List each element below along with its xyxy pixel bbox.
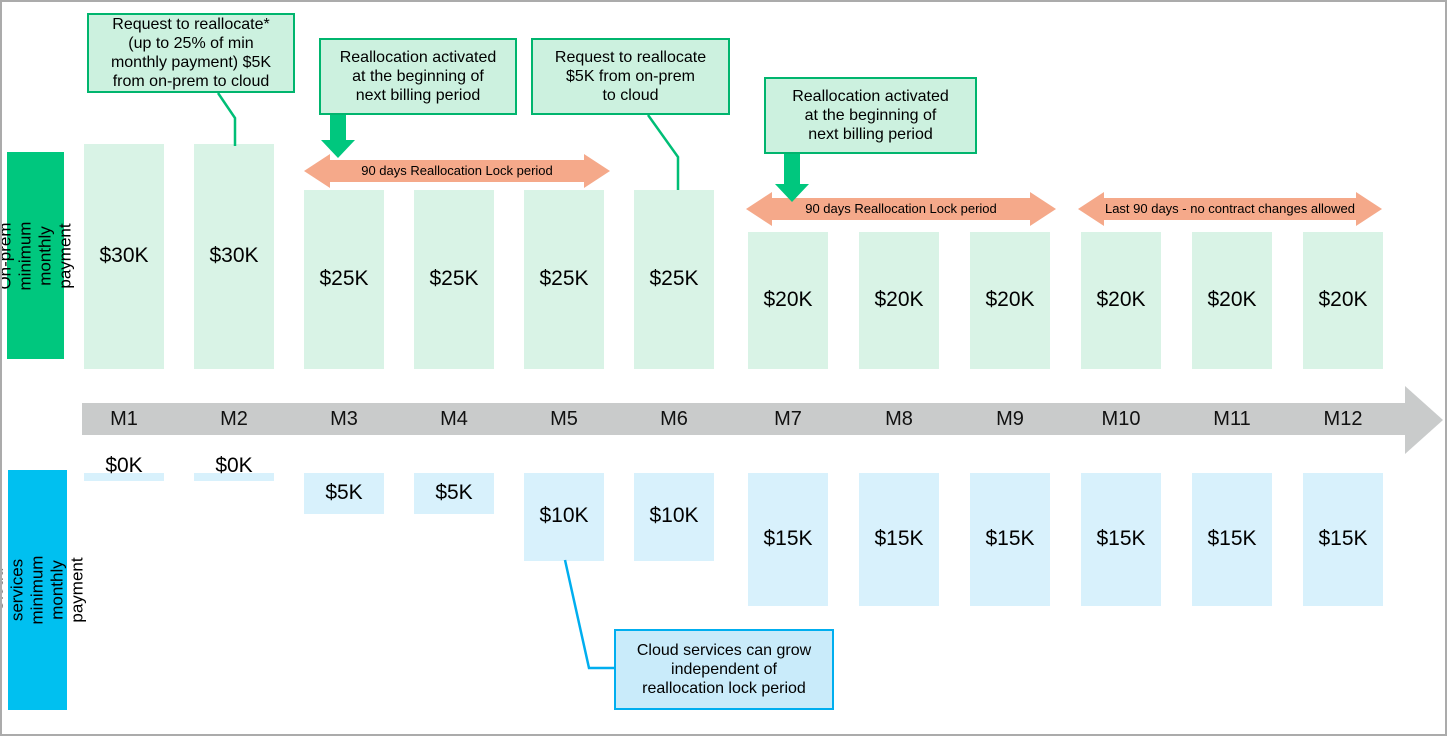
onprem-bar-m11 xyxy=(1192,232,1272,369)
cloud-value-m12: $15K xyxy=(1318,526,1368,550)
callout-reallocation-activated-2: Reallocation activated at the beginning … xyxy=(764,77,977,154)
lock-period-arrow-2: 90 days Reallocation Lock period xyxy=(746,192,1056,226)
onprem-value-m3: $25K xyxy=(319,266,369,290)
last-90-days-arrow: Last 90 days - no contract changes allow… xyxy=(1078,192,1382,226)
cloud-bar-m1 xyxy=(84,473,164,481)
cloud-value-m7: $15K xyxy=(763,526,813,550)
last-90-days-label: Last 90 days - no contract changes allow… xyxy=(1104,201,1356,216)
callout-request-reallocate-short: Request to reallocate $5K from on-prem t… xyxy=(531,38,730,115)
timeline-month-m2: M2 xyxy=(220,408,248,430)
callout-cloud-growth: Cloud services can grow independent of r… xyxy=(614,629,834,710)
arrow-left-tip-icon xyxy=(746,192,772,226)
cloud-bar-m11 xyxy=(1192,473,1272,606)
down-arrow-head-icon xyxy=(321,140,355,158)
timeline-month-m6: M6 xyxy=(660,408,688,430)
timeline-arrowhead-icon xyxy=(1405,386,1443,454)
cloud-value-m3: $5K xyxy=(325,480,363,504)
cloud-value-m11: $15K xyxy=(1207,526,1257,550)
onprem-bar-m8 xyxy=(859,232,939,369)
arrow-shaft xyxy=(770,198,1032,220)
onprem-value-m8: $20K xyxy=(874,287,924,311)
onprem-value-m4: $25K xyxy=(429,266,479,290)
arrow-right-tip-icon xyxy=(1030,192,1056,226)
onprem-bar-m12 xyxy=(1303,232,1383,369)
timeline-month-m10: M10 xyxy=(1101,408,1141,430)
arrow-right-tip-icon xyxy=(584,154,610,188)
cloud-value-m1: $0K xyxy=(105,454,143,477)
onprem-value-m2: $30K xyxy=(209,243,259,267)
onprem-bar-m10 xyxy=(1081,232,1161,369)
cloud-bar-m2 xyxy=(194,473,274,481)
cloud-bar-m12 xyxy=(1303,473,1383,606)
cloud-bar-m7 xyxy=(748,473,828,606)
cloud-value-m10: $15K xyxy=(1096,526,1146,550)
onprem-bar-m3 xyxy=(304,190,384,369)
cloud-value-m6: $10K xyxy=(649,504,699,527)
down-arrow-head-icon xyxy=(775,184,809,202)
cloud-value-m9: $15K xyxy=(985,526,1035,550)
onprem-value-m12: $20K xyxy=(1318,287,1368,311)
onprem-bar-m5 xyxy=(524,190,604,369)
cloud-row-label-text: Cloud services minimum monthly payment xyxy=(0,555,87,625)
arrow-right-tip-icon xyxy=(1356,192,1382,226)
onprem-bar-m6 xyxy=(634,190,714,369)
onprem-value-m5: $25K xyxy=(539,266,589,290)
cloud-bar-m6 xyxy=(634,473,714,561)
onprem-value-m10: $20K xyxy=(1096,287,1146,311)
onprem-row-label: On-prem minimum monthly payment xyxy=(2,152,75,359)
lock-period-arrow-1: 90 days Reallocation Lock period xyxy=(304,154,610,188)
callout-request-reallocate-full: Request to reallocate* (up to 25% of min… xyxy=(87,13,295,93)
cloud-bar-m4 xyxy=(414,473,494,514)
cloud-bar-m3 xyxy=(304,473,384,514)
cloud-value-m8: $15K xyxy=(874,526,924,550)
timeline-month-m1: M1 xyxy=(110,408,138,430)
cloud-bar-m10 xyxy=(1081,473,1161,606)
onprem-value-m1: $30K xyxy=(99,243,149,267)
timeline-month-m12: M12 xyxy=(1323,408,1363,430)
onprem-bar-m1 xyxy=(84,144,164,369)
cloud-value-m2: $0K xyxy=(215,454,253,477)
arrow-left-tip-icon xyxy=(1078,192,1104,226)
cloud-bar-m5 xyxy=(524,473,604,561)
down-arrow-stem xyxy=(784,154,800,184)
timeline-month-m5: M5 xyxy=(550,408,578,430)
callout-reallocation-activated-1: Reallocation activated at the beginning … xyxy=(319,38,517,115)
timeline-month-m11: M11 xyxy=(1213,408,1251,430)
connector-cloud-growth-m5 xyxy=(563,559,614,670)
arrow-shaft xyxy=(328,160,586,182)
timeline-month-m4: M4 xyxy=(440,408,468,430)
onprem-value-m11: $20K xyxy=(1207,287,1257,311)
lock-period-label-1: 90 days Reallocation Lock period xyxy=(361,163,553,178)
onprem-bar-m2 xyxy=(194,144,274,369)
arrow-left-tip-icon xyxy=(304,154,330,188)
onprem-value-m7: $20K xyxy=(763,287,813,311)
onprem-value-m6: $25K xyxy=(649,266,699,290)
connector-reallocate-m6 xyxy=(646,114,680,190)
timeline-month-m8: M8 xyxy=(885,408,913,430)
onprem-bar-m9 xyxy=(970,232,1050,369)
onprem-row-label-text: On-prem minimum monthly payment xyxy=(0,221,75,290)
timeline-bar xyxy=(82,403,1405,435)
timeline-month-m3: M3 xyxy=(330,408,358,430)
down-arrow-stem xyxy=(330,114,346,140)
timeline-month-m7: M7 xyxy=(774,408,802,430)
cloud-row-label: Cloud services minimum monthly payment xyxy=(2,470,87,710)
onprem-bar-m7 xyxy=(748,232,828,369)
cloud-bar-m9 xyxy=(970,473,1050,606)
lock-period-label-2: 90 days Reallocation Lock period xyxy=(805,201,997,216)
arrow-shaft xyxy=(1102,198,1358,220)
onprem-bar-m4 xyxy=(414,190,494,369)
onprem-value-m9: $20K xyxy=(985,287,1035,311)
connector-reallocate-m2 xyxy=(216,92,237,146)
cloud-bar-m8 xyxy=(859,473,939,606)
timeline-month-m9: M9 xyxy=(996,408,1024,430)
cloud-value-m4: $5K xyxy=(435,480,473,504)
cloud-value-m5: $10K xyxy=(539,504,589,527)
